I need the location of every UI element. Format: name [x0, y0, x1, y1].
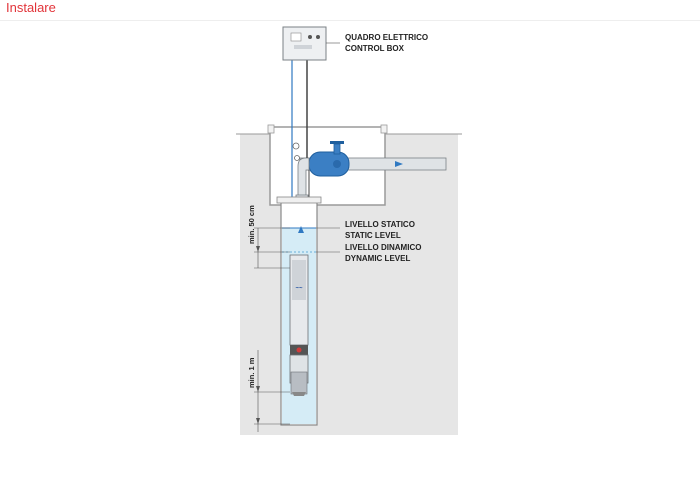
check-valve-icon [294, 155, 300, 161]
min-1m-label: min. 1 m [247, 357, 256, 388]
pressure-gauge-icon [292, 142, 300, 150]
control-box-label-1: QUADRO ELETTRICO [345, 33, 428, 42]
manhole-rim-right [380, 124, 388, 134]
well-head-cap [276, 196, 322, 204]
dynamic-level-label-1: LIVELLO DINAMICO [345, 243, 421, 252]
static-level-label-1: LIVELLO STATICO [345, 220, 415, 229]
dimension-min-1m [254, 350, 290, 432]
gate-valve [308, 141, 350, 177]
min-50cm-label: min. 50 cm [247, 205, 256, 244]
page-title: Instalare [6, 0, 56, 15]
dynamic-level-label-2: DYNAMIC LEVEL [345, 254, 410, 263]
flow-arrow-outlet [395, 161, 403, 167]
flow-arrow-riser [298, 226, 304, 233]
static-level-label-2: STATIC LEVEL [345, 231, 401, 240]
dimension-min-50cm [254, 227, 290, 269]
submersible-pump: ~~ [289, 254, 309, 396]
svg-text:~~: ~~ [295, 286, 303, 292]
manhole-rim-left [267, 124, 275, 134]
page-header: Instalare [0, 0, 700, 21]
control-box [282, 26, 327, 61]
control-box-label-2: CONTROL BOX [345, 44, 405, 53]
